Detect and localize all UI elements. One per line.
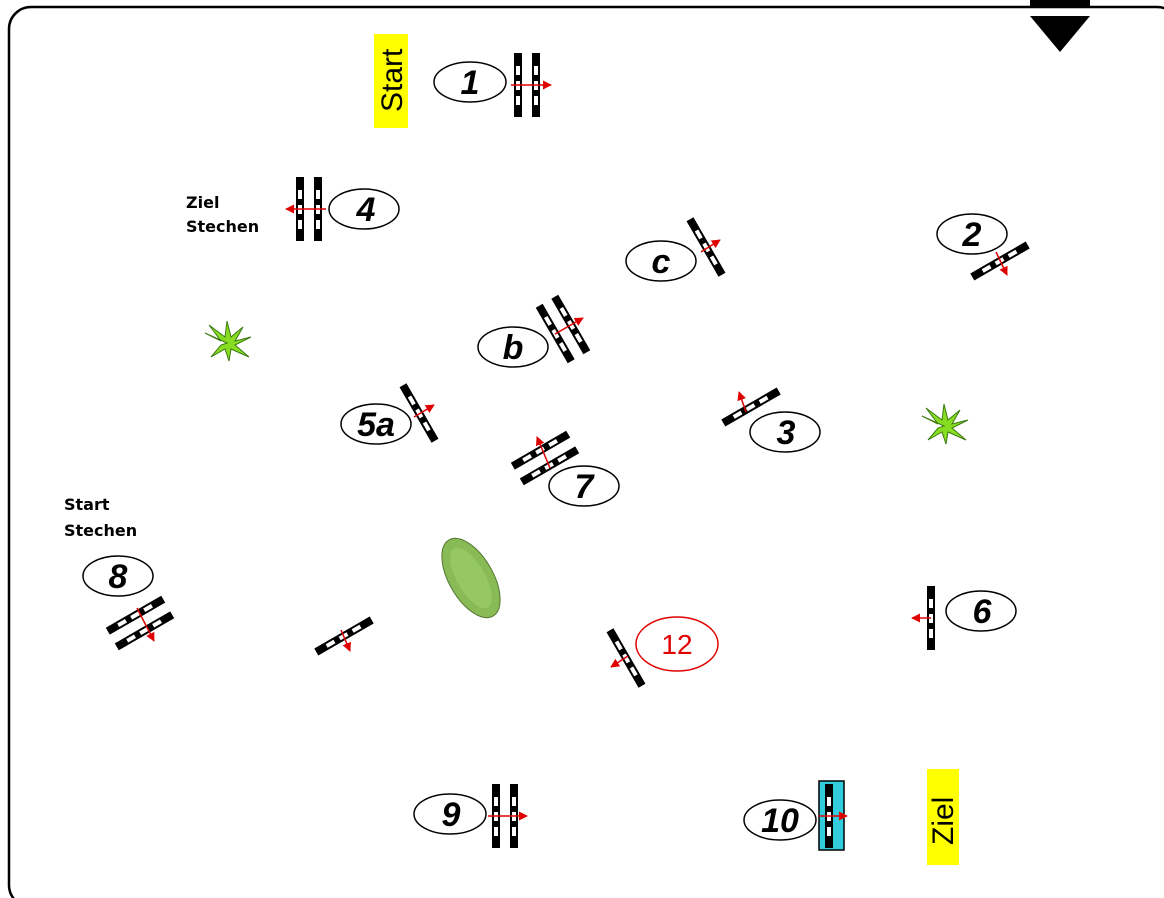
plant-decoration-icon — [204, 320, 252, 362]
ziel-stechen-label-line2: Stechen — [186, 217, 259, 236]
svg-text:3: 3 — [777, 414, 796, 452]
start-stechen-label-line1: Start — [64, 495, 110, 514]
svg-text:Start: Start — [376, 48, 409, 112]
svg-text:12: 12 — [661, 629, 692, 660]
start-stechen-label-line2: Stechen — [64, 521, 137, 540]
obstacle-3: 3 — [721, 387, 821, 453]
arena-border — [7, 5, 1164, 898]
svg-text:8: 8 — [109, 558, 128, 596]
obstacle-10: 10 — [743, 780, 848, 851]
svg-text:7: 7 — [575, 468, 596, 506]
svg-text:1: 1 — [461, 64, 480, 102]
obstacle-2: 2 — [936, 213, 1030, 281]
obstacle-b: b — [477, 295, 590, 368]
obstacle-8: 8 — [82, 555, 174, 650]
obstacle-9: 9 — [413, 784, 528, 848]
svg-text:4: 4 — [356, 191, 376, 229]
obstacle-12: 12 — [606, 616, 719, 688]
svg-text:Ziel: Ziel — [927, 797, 960, 845]
entrance-marker-icon — [1030, 0, 1090, 52]
svg-text:2: 2 — [962, 216, 982, 254]
svg-text:9: 9 — [442, 796, 461, 834]
obstacle-4: 4 — [285, 177, 400, 241]
obstacle-6: 6 — [911, 586, 1017, 650]
svg-text:b: b — [503, 329, 524, 367]
obstacle-1: 1 — [433, 53, 552, 117]
svg-text:6: 6 — [973, 593, 993, 631]
svg-text:c: c — [652, 243, 671, 281]
obstacle-5a: 5a — [340, 383, 439, 445]
ziel-stechen-label-line1: Ziel — [186, 193, 219, 212]
svg-text:10: 10 — [761, 802, 799, 840]
plant-decoration-icon — [921, 403, 969, 445]
obstacle-c: c — [625, 217, 726, 282]
obstacle-single-rail — [314, 616, 374, 656]
finish-label: Ziel — [927, 769, 960, 865]
start-label: Start — [374, 34, 409, 128]
obstacle-7: 7 — [511, 431, 620, 507]
hedge-decoration-icon — [441, 537, 501, 619]
svg-text:5a: 5a — [357, 406, 395, 444]
